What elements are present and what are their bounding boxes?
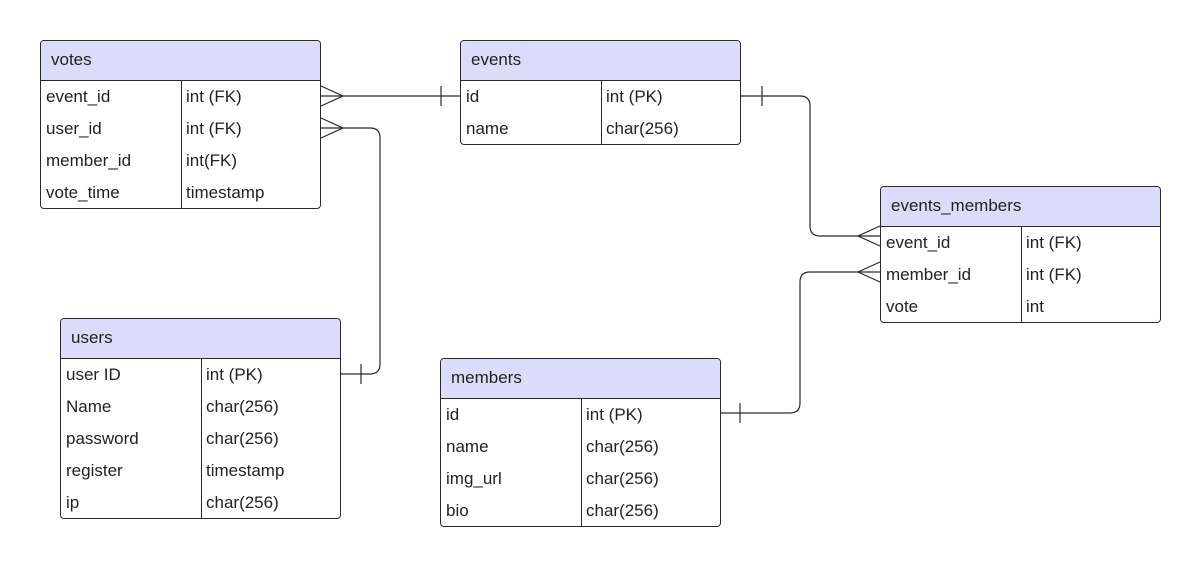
table-row: user ID int (PK) (61, 359, 340, 391)
relation-votes-events[interactable] (320, 85, 460, 107)
field-name: img_url (446, 469, 502, 488)
table-row: img_url char(256) (441, 463, 720, 495)
table-row: id int (PK) (441, 399, 720, 431)
table-row: event_id int (FK) (41, 81, 320, 113)
field-type: int(FK) (186, 151, 237, 170)
table-row: vote int (881, 291, 1160, 322)
users-table-title: users (61, 319, 340, 359)
field-type: int (FK) (1026, 233, 1082, 252)
table-row: register timestamp (61, 455, 340, 487)
field-type: char(256) (206, 397, 279, 416)
field-name: event_id (886, 233, 951, 252)
field-type: timestamp (186, 183, 265, 202)
field-type: char(256) (206, 429, 279, 448)
field-name: event_id (46, 87, 111, 106)
column-divider (201, 359, 202, 518)
connector-line (721, 271, 880, 414)
field-name: member_id (46, 151, 132, 170)
crow-foot-many-marker (856, 261, 881, 283)
field-type: int (FK) (1026, 265, 1082, 284)
members-table[interactable]: members id int (PK) name char(256) img_url… (440, 358, 721, 527)
table-row: member_id int(FK) (41, 145, 320, 177)
events-table[interactable]: events id int (PK) name char(256) (460, 40, 741, 145)
field-type: int (PK) (606, 87, 663, 106)
field-name: register (66, 461, 123, 480)
table-row: ip char(256) (61, 487, 340, 518)
relation-members-events-members[interactable] (721, 261, 881, 423)
field-name: member_id (886, 265, 972, 284)
field-name: name (446, 437, 489, 456)
field-type: char(256) (586, 501, 659, 520)
crow-foot-many-marker (320, 85, 345, 107)
table-row: member_id int (FK) (881, 259, 1160, 291)
table-row: vote_time timestamp (41, 177, 320, 208)
table-row: event_id int (FK) (881, 227, 1160, 259)
table-row: name char(256) (461, 113, 740, 144)
table-row: password char(256) (61, 423, 340, 455)
table-row: id int (PK) (461, 81, 740, 113)
field-name: ip (66, 493, 80, 512)
table-row: user_id int (FK) (41, 113, 320, 145)
votes-table-title: votes (41, 41, 320, 81)
column-divider (581, 399, 582, 526)
users-table[interactable]: users user ID int (PK) Name char(256) pass… (60, 318, 341, 519)
field-type: char(256) (586, 437, 659, 456)
field-name: id (446, 405, 460, 424)
connector-line (741, 95, 880, 237)
crow-foot-many-marker (856, 225, 881, 247)
field-type: char(256) (206, 493, 279, 512)
field-type: int (PK) (206, 365, 263, 384)
field-name: bio (446, 501, 469, 520)
table-row: name char(256) (441, 431, 720, 463)
field-name: id (466, 87, 480, 106)
field-name: user ID (66, 365, 121, 384)
events-members-table-title: events_members (881, 187, 1160, 227)
field-type: int (FK) (186, 87, 242, 106)
field-name: name (466, 119, 509, 138)
field-name: password (66, 429, 139, 448)
column-divider (181, 81, 182, 208)
field-type: timestamp (206, 461, 285, 480)
field-name: user_id (46, 119, 102, 138)
field-type: char(256) (606, 119, 679, 138)
table-row: Name char(256) (61, 391, 340, 423)
crow-foot-many-marker (320, 117, 345, 139)
table-row: bio char(256) (441, 495, 720, 526)
events-table-title: events (461, 41, 740, 81)
field-type: int (1026, 297, 1044, 316)
field-type: char(256) (586, 469, 659, 488)
field-name: vote_time (46, 183, 120, 202)
column-divider (601, 81, 602, 144)
field-name: vote (886, 297, 919, 316)
members-table-title: members (441, 359, 720, 399)
field-name: Name (66, 397, 112, 416)
relation-events-events-members[interactable] (741, 86, 881, 247)
column-divider (1021, 227, 1022, 322)
field-type: int (PK) (586, 405, 643, 424)
field-type: int (FK) (186, 119, 242, 138)
